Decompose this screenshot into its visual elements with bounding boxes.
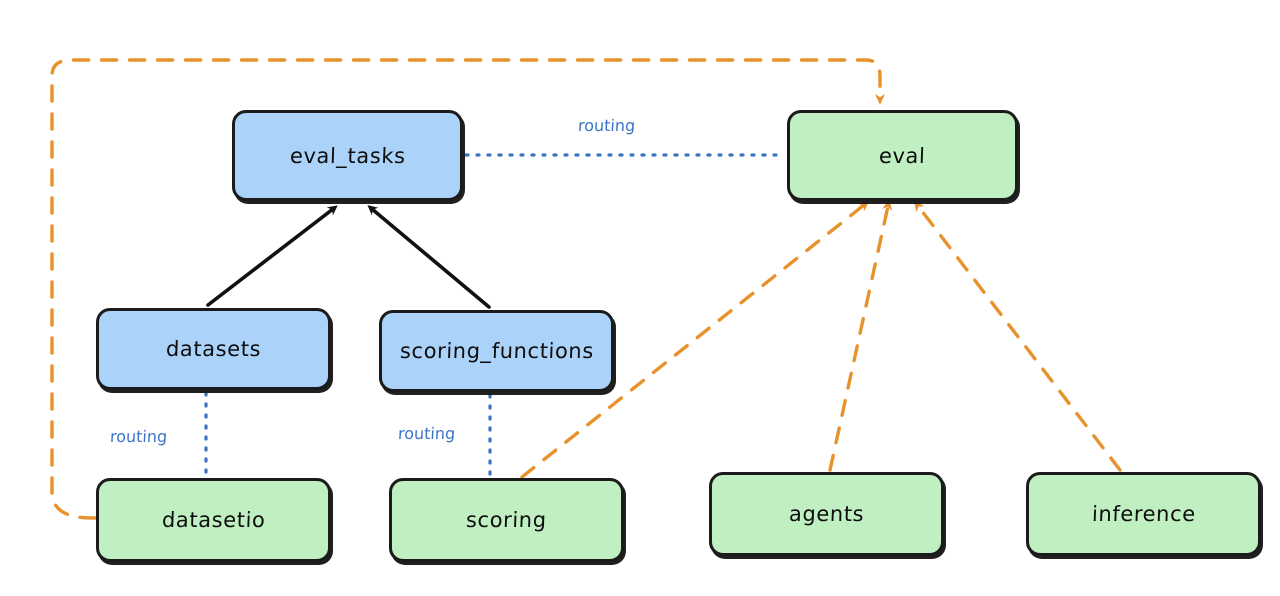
edge-inference-to-eval [913,200,1122,472]
edge-label-routing-datasets-datasetio: routing [109,427,168,446]
node-label-inference: inference [1091,502,1196,526]
edge-scoring-to-eval [520,200,870,479]
node-eval-tasks[interactable]: eval_tasks [232,110,463,201]
node-datasetio[interactable]: datasetio [96,478,331,562]
node-eval[interactable]: eval [787,110,1018,201]
node-datasets[interactable]: datasets [96,308,331,390]
node-label-eval: eval [878,143,927,168]
node-scoring[interactable]: scoring [389,478,624,562]
edge-agents-to-eval [828,199,893,472]
node-label-datasets: datasets [165,337,262,361]
node-label-scoring: scoring [465,508,548,532]
edge-datasetio-to-eval [50,58,885,520]
node-inference[interactable]: inference [1026,472,1261,556]
node-label-datasetio: datasetio [161,508,266,532]
node-label-eval-tasks: eval_tasks [289,143,406,168]
edge-label-routing-eval-tasks-eval: routing [577,116,636,135]
node-label-agents: agents [788,502,865,526]
node-agents[interactable]: agents [709,472,944,556]
node-scoring-functions[interactable]: scoring_functions [379,310,614,392]
edge-scoring-functions-to-eval-tasks [367,205,491,309]
edge-datasets-to-eval-tasks [206,205,338,307]
node-label-scoring-functions: scoring_functions [399,339,594,363]
edge-label-routing-scoring-functions-scoring: routing [397,424,456,443]
